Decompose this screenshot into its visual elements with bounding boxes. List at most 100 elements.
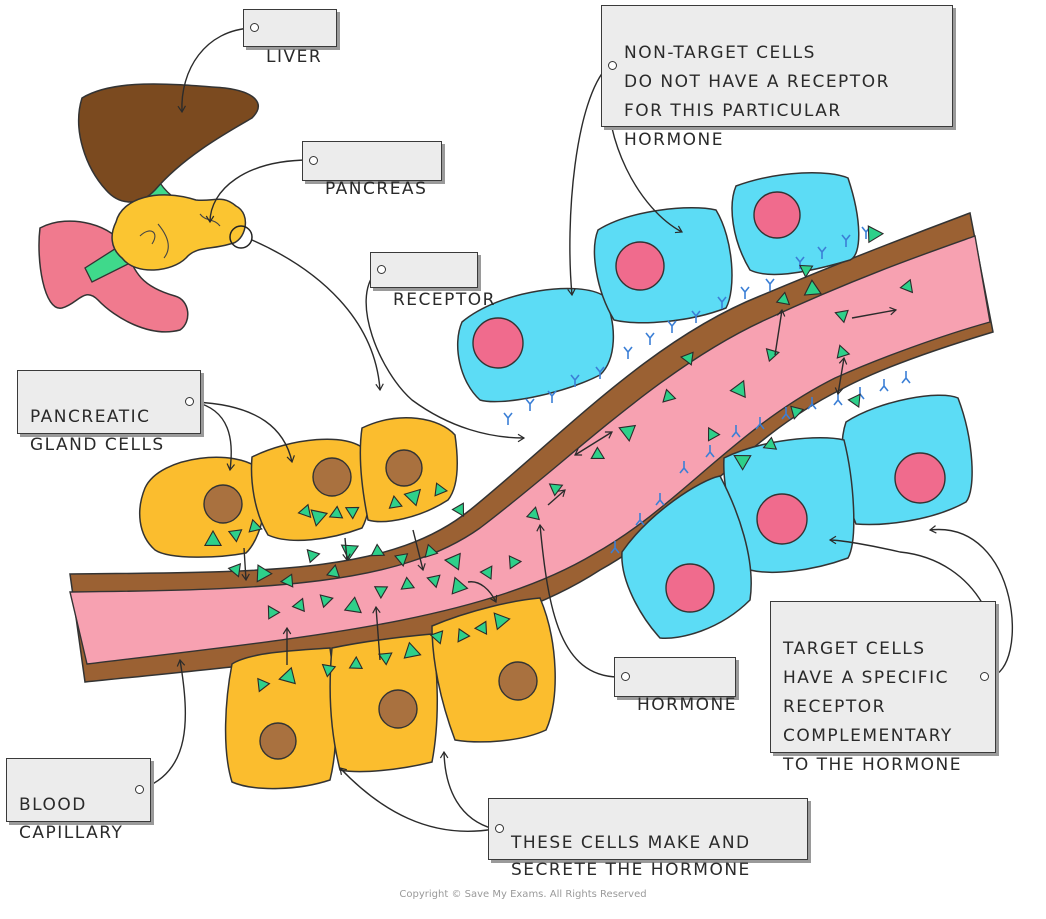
nucleus: [665, 563, 715, 613]
hormone-molecule: [867, 225, 885, 244]
hormone-molecule: [493, 612, 511, 631]
gland-nuclei: [203, 449, 538, 760]
hormone-molecule: [443, 552, 461, 571]
hormone-molecule: [424, 543, 439, 558]
hormone-molecule: [403, 641, 422, 659]
cell-nuclei: [472, 191, 946, 613]
hormone-molecule: [803, 279, 822, 296]
receptor-mark: [679, 461, 689, 474]
gland-cell: [431, 597, 556, 743]
nucleus: [753, 191, 801, 239]
receptor-mark: [717, 296, 727, 309]
nucleus: [615, 241, 665, 291]
receptor-mark: [740, 286, 750, 299]
receptor-mark: [503, 412, 513, 425]
tag-hole: [185, 397, 194, 406]
hormone-molecule: [473, 620, 488, 635]
receptors: [503, 226, 911, 554]
hormone-molecule: [847, 393, 861, 409]
move-arrow-3: [412, 529, 426, 572]
hormone-molecule: [310, 509, 329, 527]
hormone-molecule: [279, 573, 294, 588]
label-hormone: HORMONE: [614, 657, 736, 715]
label-pancreatic-gland-cells-text: PANCREATIC GLAND CELLS: [30, 407, 165, 455]
organs: [38, 83, 259, 333]
secrete-arrow-1: [339, 767, 495, 832]
hormone-molecule: [344, 506, 360, 520]
hormone-molecule: [775, 291, 791, 306]
hormone-molecule: [899, 278, 914, 294]
hormone-molecule: [403, 488, 422, 507]
hormone-molecule: [203, 529, 223, 546]
hormone-molecule: [377, 652, 393, 666]
move-arrow-6: [467, 581, 498, 604]
hormone-molecules: [203, 225, 914, 693]
tag-hole: [250, 23, 259, 32]
hormone-molecule: [306, 548, 321, 564]
receptor-mark: [635, 513, 645, 526]
gland-cell: [224, 647, 337, 790]
hormone-molecule: [388, 494, 403, 509]
liver-arrow: [177, 27, 253, 114]
hormone-molecule: [790, 405, 805, 420]
hormone-molecule: [729, 379, 746, 399]
hormone-molecule: [525, 506, 540, 521]
hormone-molecule: [297, 503, 312, 519]
receptor-mark: [570, 374, 580, 387]
hormone-molecule: [457, 628, 471, 643]
receptor-mark: [547, 390, 557, 403]
move-arrow-7: [574, 431, 613, 456]
hormone-molecule: [429, 630, 444, 645]
nucleus: [378, 689, 418, 729]
hormone-molecule: [479, 565, 493, 580]
hormone-molecule: [343, 596, 362, 614]
hormone-molecule: [799, 264, 814, 279]
hormone-molecule: [400, 576, 416, 590]
label-non-target-cells: NON-TARGET CELLS DO NOT HAVE A RECEPTOR …: [601, 5, 953, 150]
tag-hole: [980, 672, 989, 681]
hormone-molecule: [227, 529, 243, 543]
tag-hole: [377, 265, 386, 274]
tag-hole: [309, 156, 318, 165]
gland-cells-arrow-2: [194, 401, 295, 464]
receptor-mark: [841, 234, 851, 247]
liver: [78, 83, 259, 203]
tag-hole: [495, 824, 504, 833]
label-blood-capillary-text: BLOOD CAPILLARY: [19, 795, 124, 843]
receptor-mark: [765, 278, 775, 291]
hormone-molecule: [762, 436, 778, 450]
move-arrow-1: [342, 537, 351, 562]
label-target-cells: TARGET CELLS HAVE A SPECIFIC RECEPTOR CO…: [770, 601, 996, 775]
hormone-molecule: [257, 677, 271, 693]
move-arrow-10: [851, 306, 898, 319]
hormone-molecule: [707, 426, 721, 442]
tag-hole: [135, 785, 144, 794]
hormone-molecule: [373, 586, 389, 600]
hormone-molecule: [319, 594, 334, 609]
receptor-mark: [731, 425, 741, 438]
receptor-mark: [623, 346, 633, 359]
label-pancreas: PANCREAS: [302, 141, 442, 199]
receptor-mark: [833, 393, 843, 406]
receptor-mark: [655, 493, 665, 506]
hormone-molecule: [370, 543, 386, 557]
label-arrows: [143, 27, 1014, 832]
nucleus: [472, 317, 524, 369]
pancreas: [111, 194, 247, 271]
hormone-molecule: [662, 388, 677, 403]
receptor-mark: [781, 407, 791, 420]
hormone-molecule: [291, 597, 305, 613]
hormone-molecule: [733, 454, 752, 471]
tag-hole: [608, 61, 617, 70]
move-arrow-11: [834, 356, 848, 396]
copyright: Copyright © Save My Exams. All Rights Re…: [399, 889, 647, 900]
label-receptor-text: RECEPTOR: [393, 290, 496, 310]
label-blood-capillary: BLOOD CAPILLARY: [6, 758, 151, 843]
pancreas-arrow: [205, 159, 311, 224]
gland-cells-arrow-1: [194, 401, 235, 472]
hormone-molecule: [834, 309, 849, 324]
receptor-mark: [807, 397, 817, 410]
hormone-molecule: [451, 576, 469, 595]
receptor-mark: [691, 310, 701, 323]
